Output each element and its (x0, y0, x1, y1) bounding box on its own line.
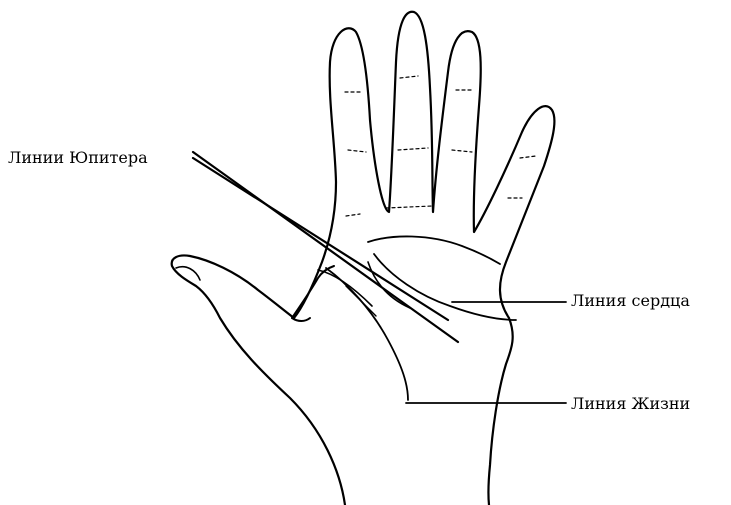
hand-outline (172, 12, 555, 505)
heart-line-label: Линия сердца (571, 293, 690, 309)
thumbnail (176, 267, 200, 280)
heart-line-branch (368, 262, 410, 308)
thumb-crease-2 (346, 286, 376, 316)
jupiter-pointer-lines (193, 152, 458, 342)
life-line-label: Линия Жизни (571, 396, 690, 412)
jupiter-pointer-line-lower (193, 158, 448, 320)
head-line (368, 236, 500, 264)
jupiter-pointer-line-upper (193, 152, 458, 342)
thumb-base-contour (292, 318, 310, 321)
jupiter-lines-label: Линии Юпитера (8, 150, 148, 166)
